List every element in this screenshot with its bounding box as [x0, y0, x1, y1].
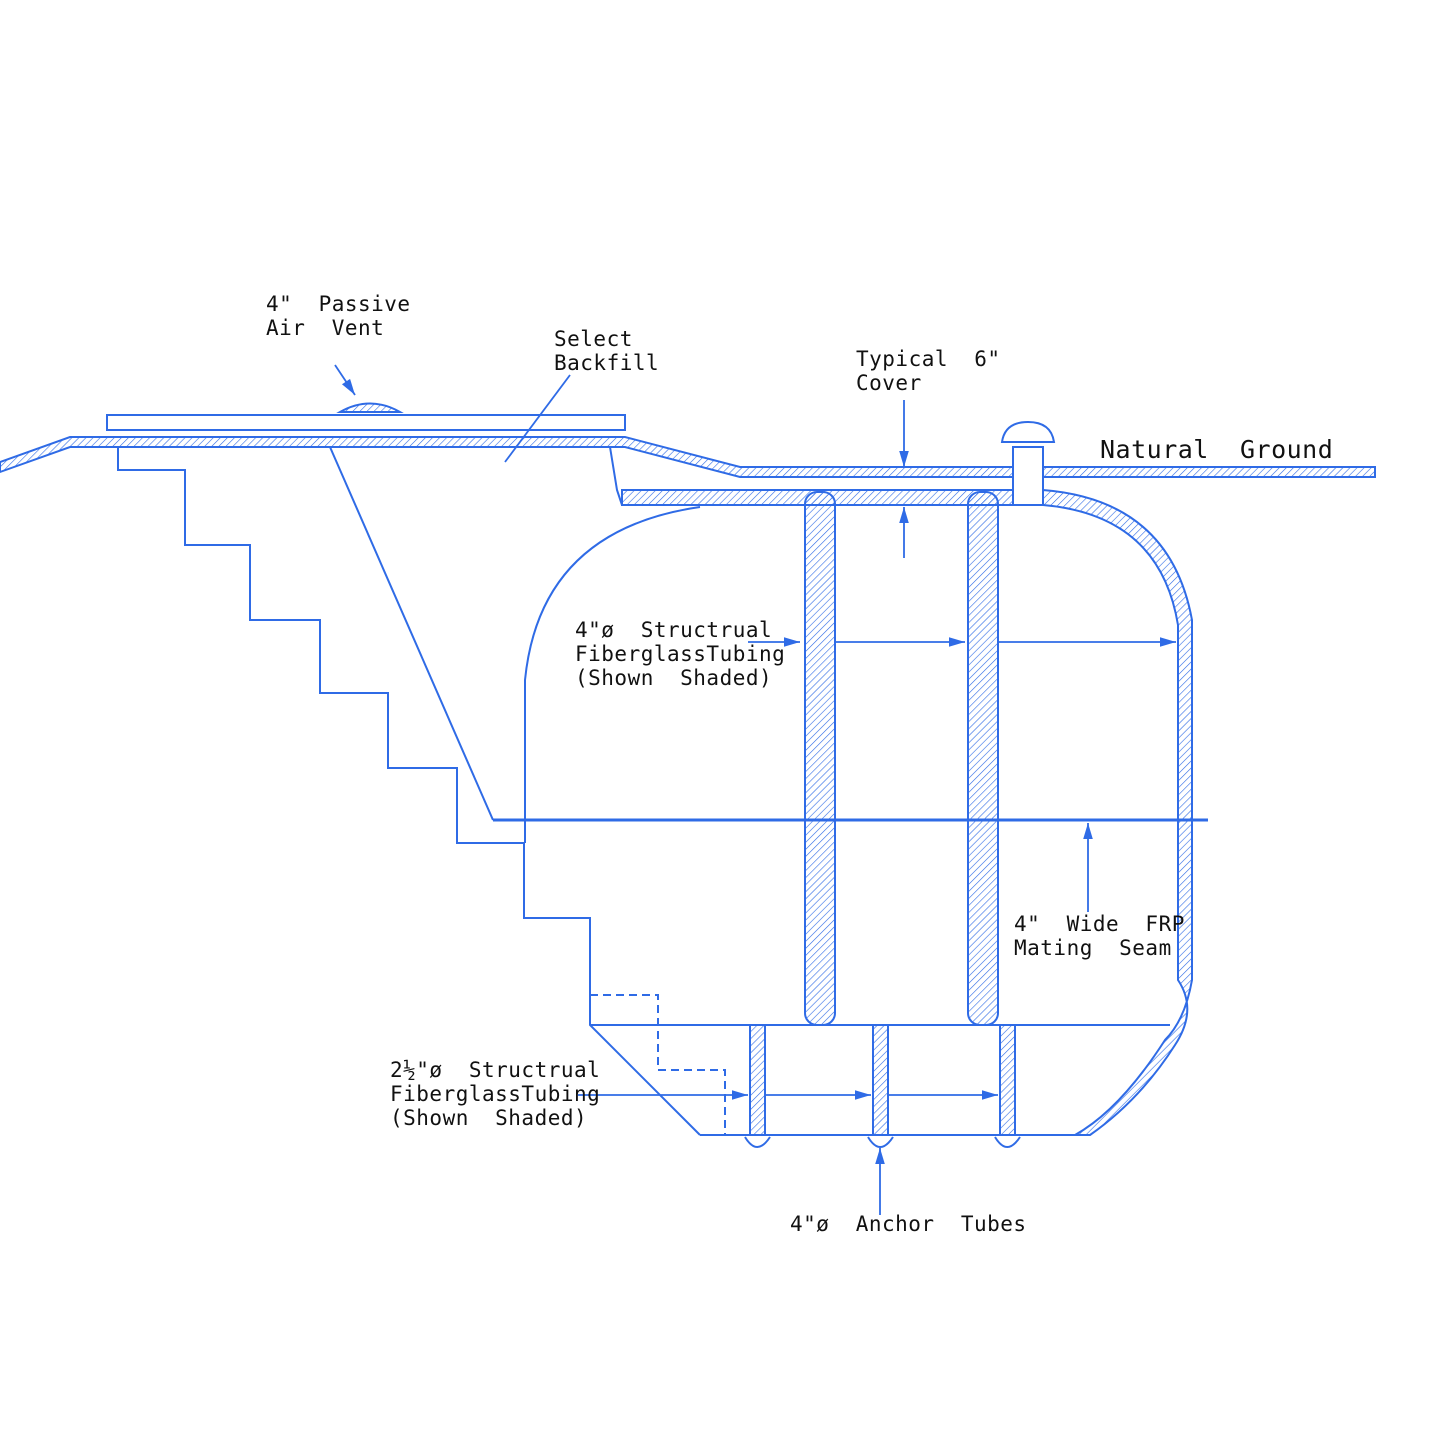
structural-tube-4in: [967, 491, 999, 1026]
label-line: 4" Passive: [266, 292, 411, 316]
label-anchor-tubes: 4"ø Anchor Tubes: [790, 1212, 1027, 1236]
label-line: (Shown Shaded): [390, 1106, 588, 1130]
tank-right-wall: [1042, 488, 1193, 1136]
anchor-tube: [994, 1136, 1021, 1148]
leader-backfill: [504, 374, 571, 463]
label-line: 4" Wide FRP: [1014, 912, 1185, 936]
label-line: 4"ø Structrual: [575, 618, 773, 642]
access-lid: [106, 414, 626, 431]
leader-air-vent: [334, 364, 356, 396]
vent-riser: [1012, 446, 1044, 506]
anchor-tube: [744, 1136, 771, 1148]
anchor-tube: [867, 1136, 894, 1148]
riser-cap: [1000, 420, 1056, 443]
structural-tube-4in: [804, 491, 836, 1026]
structural-tube-2half-in: [999, 1024, 1016, 1136]
label-line: 2½"ø Structrual: [390, 1058, 601, 1082]
label-line: (Shown Shaded): [575, 666, 773, 690]
label-natural-ground: Natural Ground: [1100, 435, 1334, 464]
label-line: Air Vent: [266, 316, 385, 340]
structural-tube-2half-in: [872, 1024, 889, 1136]
passive-air-vent: [336, 402, 404, 413]
dashed-outline: [590, 994, 726, 1135]
label-cover: Typical 6"Cover: [856, 347, 1001, 395]
stair-slope-line: [329, 446, 494, 821]
label-line: Cover: [856, 371, 922, 395]
label-line: Select: [554, 327, 633, 351]
structural-tube-2half-in: [749, 1024, 766, 1136]
label-line: FiberglassTubing: [575, 642, 786, 666]
label-line: Typical 6": [856, 347, 1001, 371]
label-line: FiberglassTubing: [390, 1082, 601, 1106]
stairs: [117, 447, 701, 1136]
label-line: Mating Seam: [1014, 936, 1172, 960]
label-line: Backfill: [554, 351, 660, 375]
tank-left-wall: [524, 506, 701, 843]
